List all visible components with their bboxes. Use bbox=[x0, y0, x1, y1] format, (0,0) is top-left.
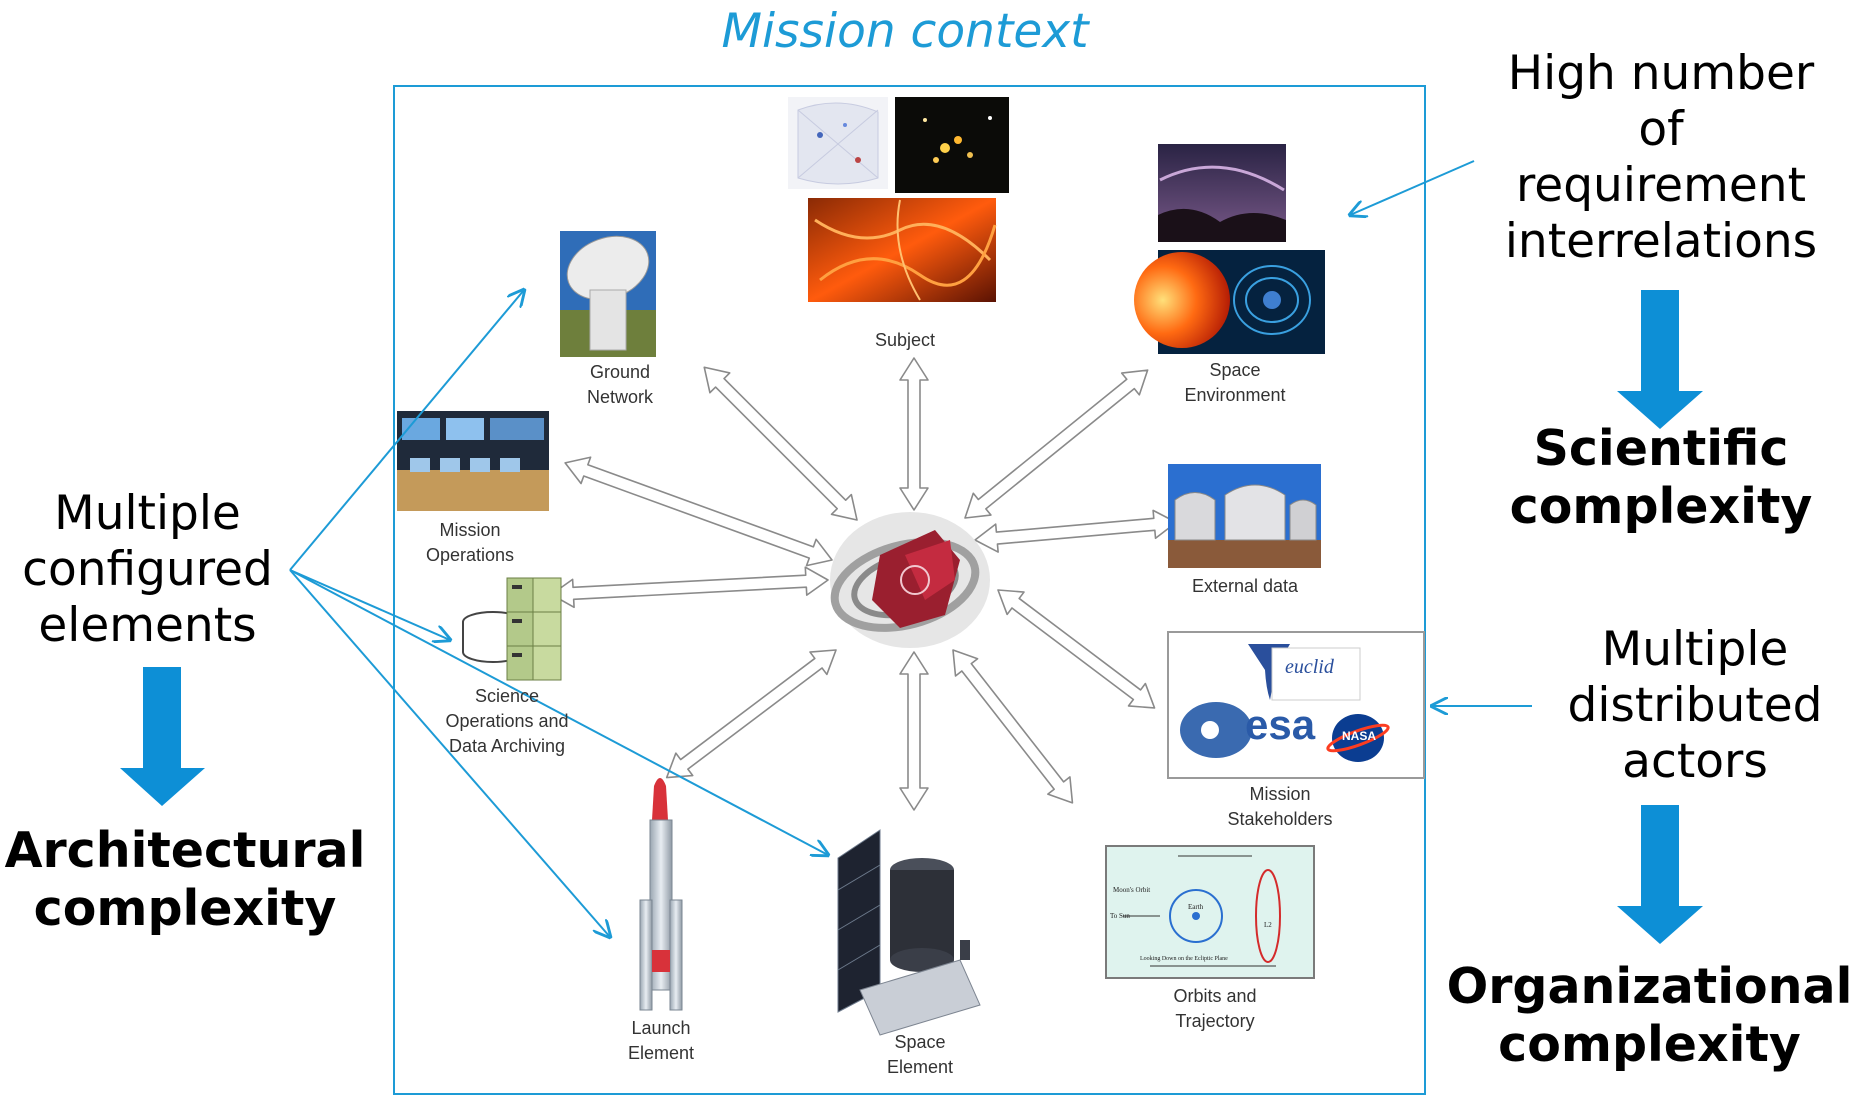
node-label-subject: Subject bbox=[874, 330, 936, 350]
left-result-line: complexity bbox=[33, 880, 337, 937]
node-label-space-element: Space Element bbox=[886, 1032, 954, 1077]
node-label-mission-stakeholders: Mission Stakeholders bbox=[1227, 784, 1333, 829]
arrow-hub-mission-ops bbox=[564, 456, 833, 567]
node-label-science-operations: Science Operations and Data Archiving bbox=[445, 686, 569, 756]
bottom-right-result-line: Organizational bbox=[1446, 958, 1853, 1015]
esa-logo-text: esa bbox=[1245, 701, 1316, 748]
top-right-text-line: High number bbox=[1507, 46, 1815, 101]
arrow-hub-external bbox=[974, 509, 1178, 553]
arrow-hub-science-ops bbox=[550, 566, 829, 609]
top-right-description: High number of requirement interrelation… bbox=[1480, 46, 1842, 270]
launch-rocket-image bbox=[639, 778, 683, 1011]
top-right-text-line: requirement bbox=[1515, 158, 1806, 213]
orbits-diagram-box bbox=[1105, 845, 1315, 979]
arrow-hub-space-env bbox=[964, 369, 1149, 519]
hub-connector-arrows bbox=[550, 357, 1178, 811]
left-description: Multiple configured elements bbox=[10, 486, 285, 654]
orbit-sun-label: To Sun bbox=[1110, 912, 1130, 920]
node-label-orbits-trajectory: Orbits and Trajectory bbox=[1173, 986, 1257, 1031]
node-label-external-data: External data bbox=[1191, 576, 1299, 596]
arrow-hub-orbits bbox=[952, 649, 1074, 804]
top-right-result-line: complexity bbox=[1509, 478, 1813, 535]
orbit-l2-label: L2 bbox=[1264, 921, 1272, 929]
ground-antenna-image bbox=[560, 231, 656, 357]
arrow-hub-launch bbox=[665, 649, 837, 779]
node-label-launch-element: Launch Element bbox=[627, 1018, 695, 1063]
external-data-image bbox=[1168, 464, 1321, 568]
top-right-result-line: Scientific bbox=[1533, 420, 1789, 477]
bottom-right-text-line: actors bbox=[1622, 734, 1768, 789]
organizational-complexity-label: Organizational complexity bbox=[1445, 958, 1854, 1074]
node-label-space-environment: Space Environment bbox=[1184, 360, 1286, 405]
bottom-right-result-line: complexity bbox=[1498, 1016, 1801, 1073]
central-mission-logo-icon bbox=[830, 512, 990, 648]
top-right-text-line: of bbox=[1638, 102, 1684, 157]
left-result-line: Architectural bbox=[4, 822, 366, 879]
left-text-line: elements bbox=[38, 598, 257, 653]
arrow-hub-space-element bbox=[899, 651, 929, 811]
subject-images bbox=[788, 97, 1009, 302]
space-environment-images bbox=[1134, 144, 1325, 354]
node-label-mission-operations: Mission Operations bbox=[425, 520, 515, 565]
bottom-right-description: Multiple distributed actors bbox=[1545, 622, 1845, 790]
mission-ops-image bbox=[397, 411, 549, 511]
node-label-ground-network: Ground Network bbox=[586, 362, 653, 407]
top-right-text-line: interrelations bbox=[1504, 214, 1818, 269]
arrow-hub-stakeholders bbox=[997, 589, 1156, 709]
thick-blue-down-arrows bbox=[120, 290, 1703, 944]
arrow-hub-subject bbox=[899, 357, 929, 511]
blue-pointer-arrows bbox=[289, 160, 1532, 937]
scientific-complexity-label: Scientific complexity bbox=[1480, 420, 1842, 536]
stakeholders-logos-box bbox=[1167, 631, 1425, 779]
left-text-line: configured bbox=[22, 542, 273, 597]
bottom-right-text-line: Multiple bbox=[1601, 622, 1789, 677]
orbit-moon-label: Moon's Orbit bbox=[1113, 886, 1151, 894]
bottom-right-text-line: distributed bbox=[1567, 678, 1823, 733]
arrow-hub-ground bbox=[703, 366, 858, 521]
left-text-line: Multiple bbox=[54, 486, 241, 541]
science-ops-image bbox=[462, 577, 562, 681]
euclid-logo-text: euclid bbox=[1285, 656, 1334, 678]
spacecraft-image bbox=[837, 829, 981, 1036]
orbit-plane-label: Looking Down on the Ecliptic Plane bbox=[1140, 956, 1228, 962]
architectural-complexity-label: Architectural complexity bbox=[0, 822, 370, 938]
nasa-logo-text: NASA bbox=[1341, 729, 1376, 743]
diagram-title: Mission context bbox=[721, 4, 1089, 59]
orbit-earth-label: Earth bbox=[1188, 903, 1204, 911]
